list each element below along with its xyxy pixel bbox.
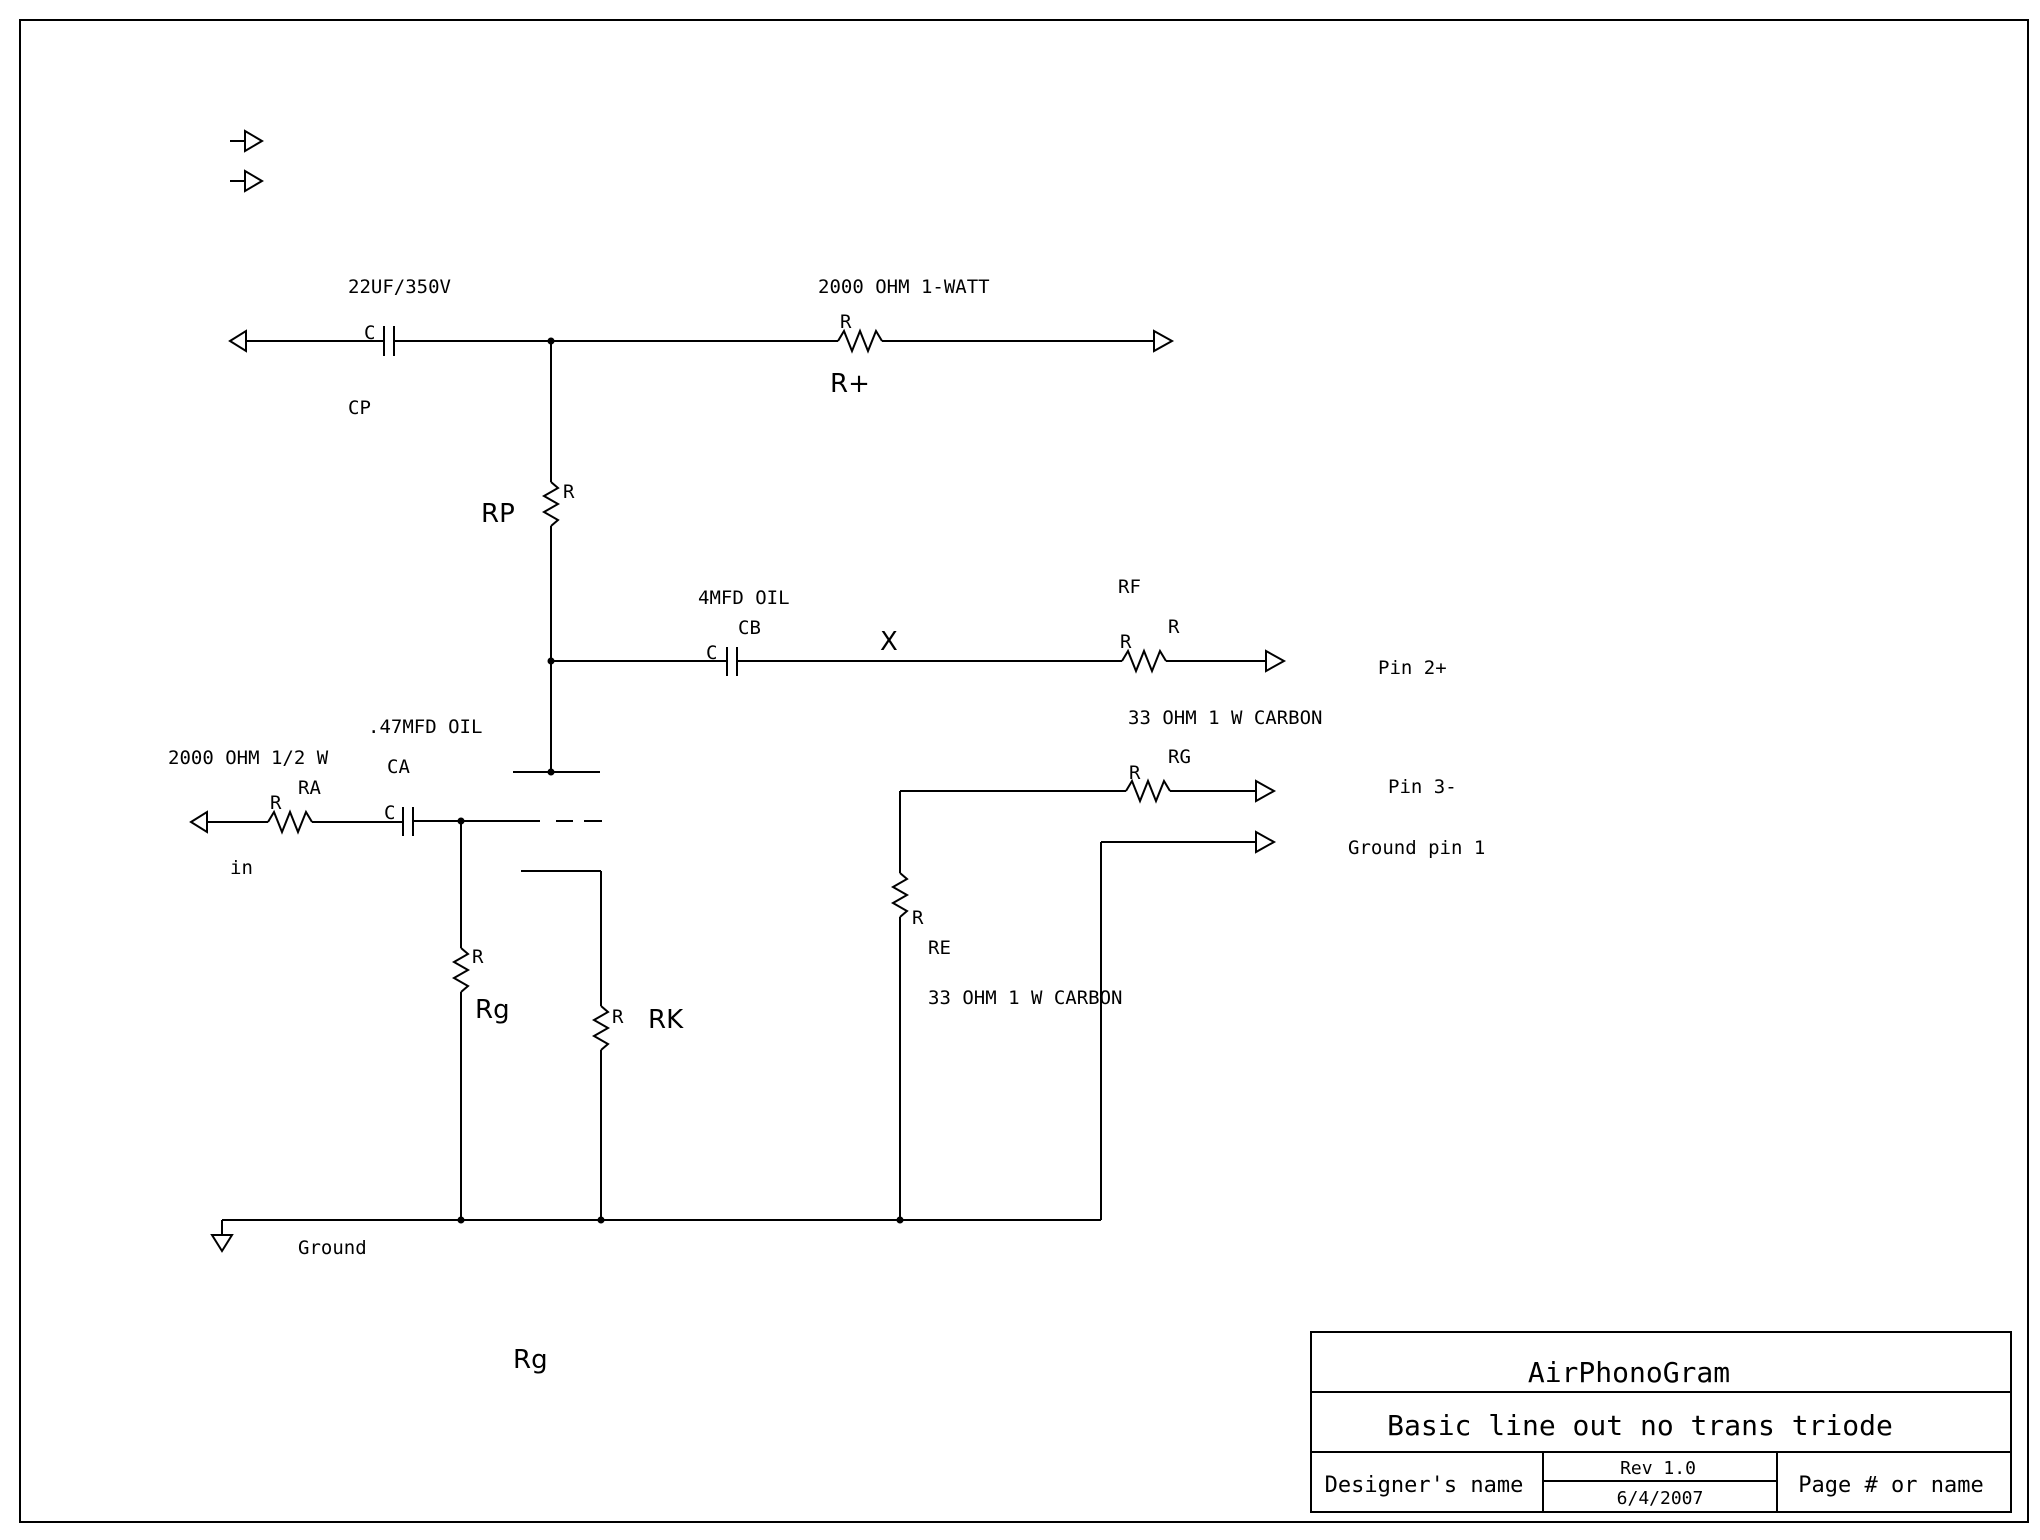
cb-name-label: CB <box>738 617 761 639</box>
ra-value-label: 2000 OHM 1/2 W <box>168 747 329 769</box>
ra-name-label: RA <box>298 777 321 799</box>
rf-ref-label: R <box>1120 631 1132 653</box>
ra-ref-label: R <box>270 792 282 814</box>
ca-value-label: .47MFD OIL <box>368 716 482 738</box>
pin2-label: Pin 2+ <box>1378 657 1447 679</box>
rg-name-label: RG <box>1168 746 1191 768</box>
re-value-label: 33 OHM 1 W CARBON <box>928 987 1122 1009</box>
rf-ref2-label: R <box>1168 616 1180 638</box>
port-arrow-icon <box>230 169 264 193</box>
rp-branch <box>541 341 561 774</box>
rg-bottom-label: Rg <box>513 1345 548 1375</box>
re-name-label: RE <box>928 937 951 959</box>
rg-ref-label: R <box>1129 762 1141 784</box>
rg-out-resistor-icon <box>1125 778 1171 804</box>
top-rail-wires <box>228 326 1175 356</box>
rplus-name-label: R+ <box>830 369 870 399</box>
rplus-resistor-icon <box>837 328 883 354</box>
rk-name-label: RK <box>648 1005 684 1035</box>
page-name: Page # or name <box>1798 1473 1983 1498</box>
ground-pin1-line <box>1100 830 1277 1220</box>
designer-name: Designer's name <box>1325 1473 1524 1498</box>
drawing-border <box>19 19 2029 1523</box>
in-label: in <box>230 857 253 879</box>
input-line <box>189 807 513 836</box>
rf-name-label: RF <box>1118 576 1141 598</box>
rf-value-label: 33 OHM 1 W CARBON <box>1128 707 1322 729</box>
junction-dot <box>457 1216 465 1224</box>
cp-name-label: CP <box>348 397 371 419</box>
left-port-arrow-icon <box>228 329 247 353</box>
drawing-title: Basic line out no trans triode <box>1387 1409 1893 1442</box>
ground-pin1-arrow-icon <box>1255 830 1277 854</box>
ground-pin1-label: Ground pin 1 <box>1348 837 1485 859</box>
cp-ref-label: C <box>364 322 375 344</box>
rk-ref-label: R <box>612 1006 624 1028</box>
re-branch <box>890 778 1277 1220</box>
title-block <box>1310 1331 2012 1513</box>
pin2-arrow-icon <box>1265 649 1287 673</box>
pin3-arrow-icon <box>1255 779 1277 803</box>
ground-icon <box>210 1234 234 1253</box>
cb-ref-label: C <box>706 642 717 664</box>
rp-name-label: RP <box>481 499 515 529</box>
ground-label: Ground <box>298 1237 367 1259</box>
rgrid-ref-label: R <box>472 946 484 968</box>
ra-resistor-icon <box>267 809 313 835</box>
x-mark-label: X <box>880 627 898 657</box>
re-resistor-icon <box>890 872 910 918</box>
revision: Rev 1.0 <box>1620 1458 1696 1479</box>
rp-resistor-icon <box>541 481 561 527</box>
date: 6/4/2007 <box>1617 1488 1704 1509</box>
junction-dot <box>597 1216 605 1224</box>
junction-dot <box>896 1216 904 1224</box>
rk-resistor-icon <box>591 1005 611 1051</box>
output-line <box>551 647 1287 676</box>
ca-name-label: CA <box>387 756 410 778</box>
right-port-arrow-icon <box>1153 329 1175 353</box>
in-port-arrow-icon <box>189 810 208 834</box>
rplus-ref-label: R <box>840 311 852 333</box>
port-arrow-icon <box>230 129 264 153</box>
rf-resistor-icon <box>1121 648 1167 674</box>
cb-value-label: 4MFD OIL <box>698 587 790 609</box>
junction-dot <box>547 768 555 776</box>
rgrid-name-label: Rg <box>475 995 510 1025</box>
re-ref-label: R <box>912 907 924 929</box>
company-name: AirPhonoGram <box>1528 1356 1730 1389</box>
rg-resistor-icon <box>451 947 471 993</box>
ground-rail <box>210 1219 1101 1253</box>
rp-ref-label: R <box>563 481 575 503</box>
cp-value-label: 22UF/350V <box>348 276 451 298</box>
triode-tube <box>513 771 602 872</box>
rplus-value-label: 2000 OHM 1-WATT <box>818 276 990 298</box>
rg-branch <box>451 821 471 1220</box>
rk-branch <box>591 871 611 1220</box>
ca-ref-label: C <box>384 802 395 824</box>
pin3-label: Pin 3- <box>1388 776 1457 798</box>
